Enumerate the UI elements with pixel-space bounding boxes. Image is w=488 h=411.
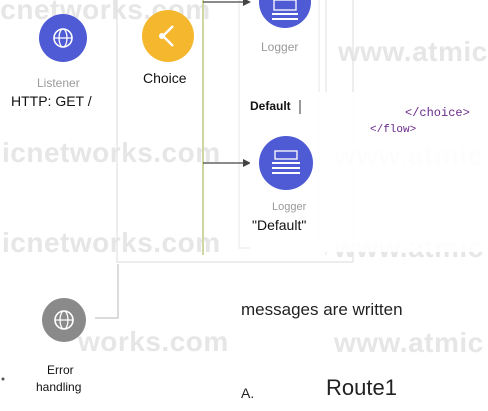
arrow-head xyxy=(243,0,251,6)
logger-icon xyxy=(274,150,298,160)
bullet-dot xyxy=(1,377,5,381)
watermark-text: icnetworks.com xyxy=(2,137,221,168)
logger-icon xyxy=(273,0,297,11)
xml-line: </choice> xyxy=(405,106,470,120)
watermark-text: www.atmic xyxy=(338,36,488,67)
option-letter: A. xyxy=(241,385,255,401)
default-label-box xyxy=(248,96,302,116)
branch-icon xyxy=(142,10,194,62)
branch-icon xyxy=(159,33,165,39)
error-connector xyxy=(95,264,119,319)
logger-type-label: Logger xyxy=(272,201,307,213)
default-route-label: Default xyxy=(250,99,291,113)
arrow-head xyxy=(243,159,251,167)
error-handling-label: Error xyxy=(47,363,74,377)
option-text: Route1 xyxy=(326,375,397,400)
xml-line: </flow> xyxy=(370,124,417,136)
error-handling-label: handling xyxy=(36,380,82,394)
question-fragment: messages are written xyxy=(241,300,403,319)
watermark-text: www.atmic xyxy=(334,327,484,358)
listener-name: HTTP: GET / xyxy=(11,93,92,109)
logger-name: "Default" xyxy=(252,217,307,233)
watermark-text: icnetworks.com xyxy=(2,227,221,258)
logger-type-label: Logger xyxy=(261,40,299,54)
watermark-text: works.com xyxy=(78,326,229,357)
listener-type-label: Listener xyxy=(37,76,80,90)
choice-label: Choice xyxy=(143,70,187,86)
